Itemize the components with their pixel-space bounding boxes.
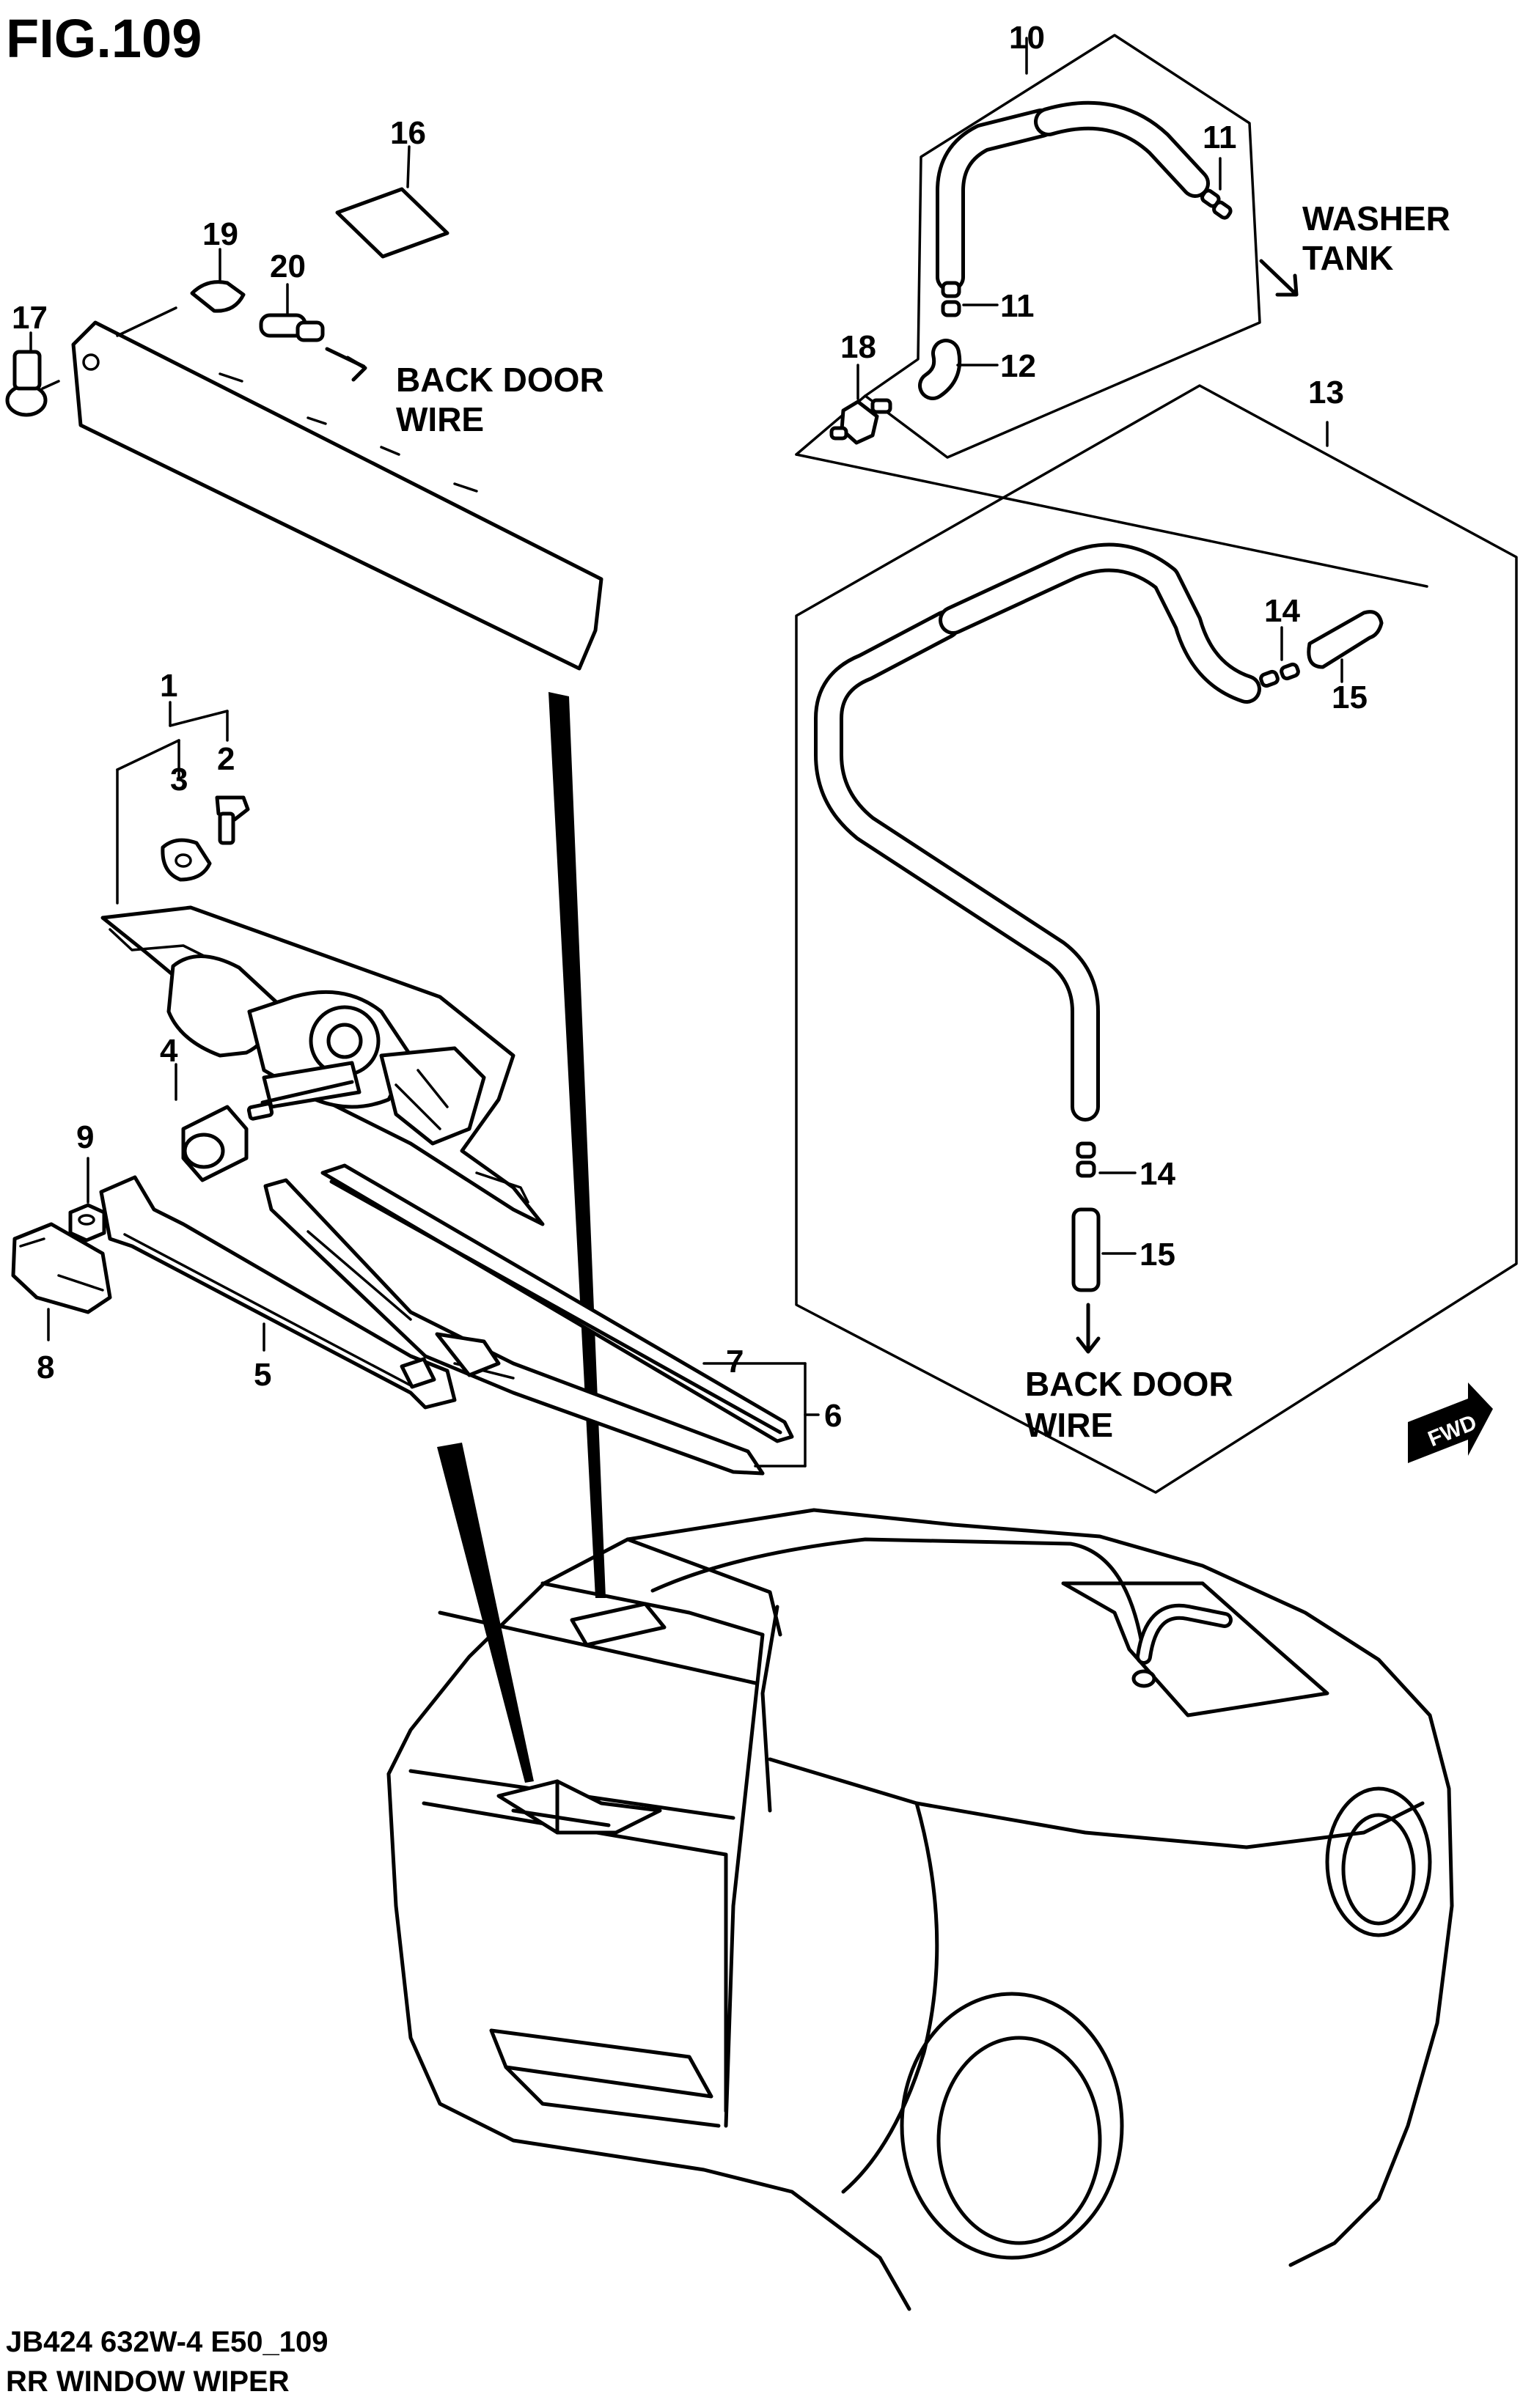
callout-1: 1 — [160, 668, 177, 704]
washer-tank-arrow — [1259, 259, 1299, 297]
hose-box-upper — [795, 34, 1261, 459]
cover-leader — [548, 692, 606, 1598]
fwd-badge: FWD — [1408, 1382, 1493, 1463]
washer-hose-lower — [814, 542, 1261, 1122]
hose-joint-lower-bottom — [1076, 1141, 1137, 1178]
callout-14-upper: 14 — [1264, 593, 1300, 629]
note-back-door-wire-top-2: WIRE — [396, 400, 484, 438]
note-washer-tank-1: WASHER — [1302, 199, 1450, 238]
hose-sleeve-bottom — [1071, 1207, 1137, 1292]
label-sticker — [335, 145, 449, 259]
figure-number: FIG.109 — [6, 8, 202, 69]
nut — [68, 1157, 106, 1242]
cushion — [161, 838, 212, 882]
callout-10: 10 — [1009, 20, 1045, 56]
callout-7: 7 — [726, 1344, 744, 1380]
callout-20: 20 — [270, 248, 306, 284]
note-back-door-wire-bottom-2: WIRE — [1025, 1406, 1113, 1444]
callout-4: 4 — [160, 1033, 178, 1069]
figure-caption: RR WINDOW WIPER — [6, 2365, 290, 2398]
motor-callout-bracket — [116, 701, 229, 905]
callout-11-lower: 11 — [1000, 288, 1035, 324]
blade-callout-bracket — [702, 1362, 820, 1468]
callout-13: 13 — [1308, 375, 1344, 410]
callout-2: 2 — [217, 741, 235, 777]
washer-hose-upper — [936, 100, 1210, 292]
arm-leader — [437, 1443, 534, 1783]
wiper-motor — [100, 905, 545, 1226]
stop-lamp-cover — [71, 306, 603, 671]
hose-box-lower — [795, 384, 1518, 1494]
hose-sleeve-top — [1307, 610, 1384, 683]
callout-11-upper: 11 — [1203, 119, 1237, 155]
arm-cap — [11, 1222, 112, 1341]
figure-code: JB424 632W-4 E50_109 — [6, 2326, 329, 2358]
callout-18: 18 — [840, 329, 876, 365]
callout-5: 5 — [254, 1357, 271, 1393]
rubber-grommet — [190, 248, 246, 313]
callout-15-lower: 15 — [1140, 1237, 1175, 1273]
callout-3: 3 — [170, 762, 188, 798]
callout-16: 16 — [390, 115, 426, 151]
bolt — [215, 795, 250, 845]
washer-nozzle — [829, 364, 892, 445]
wiper-arm — [99, 1175, 457, 1410]
back-door-wire-arrow-bottom — [1076, 1303, 1101, 1354]
callout-9: 9 — [76, 1119, 94, 1155]
hose-elbow — [918, 339, 999, 400]
callout-19: 19 — [202, 216, 238, 252]
callout-8: 8 — [37, 1350, 54, 1385]
mounting-clip — [5, 331, 60, 417]
hose-joint-mid — [941, 281, 999, 317]
callout-15-upper: 15 — [1332, 680, 1368, 715]
note-washer-tank-2: TANK — [1302, 239, 1393, 277]
hose-joint-lower-top — [1259, 626, 1300, 688]
callout-14-lower: 14 — [1140, 1156, 1175, 1192]
wire-connector — [259, 283, 367, 382]
pivot-cap — [175, 1063, 249, 1182]
vehicle-outline — [386, 1508, 1454, 2311]
callout-6: 6 — [824, 1398, 842, 1434]
callout-12: 12 — [1000, 348, 1036, 384]
callout-17: 17 — [12, 300, 48, 336]
note-back-door-wire-bottom-1: BACK DOOR — [1025, 1365, 1233, 1403]
note-back-door-wire-top-1: BACK DOOR — [396, 361, 604, 399]
wiper-blade — [263, 1163, 794, 1476]
hose-joint-upper — [1200, 157, 1233, 220]
